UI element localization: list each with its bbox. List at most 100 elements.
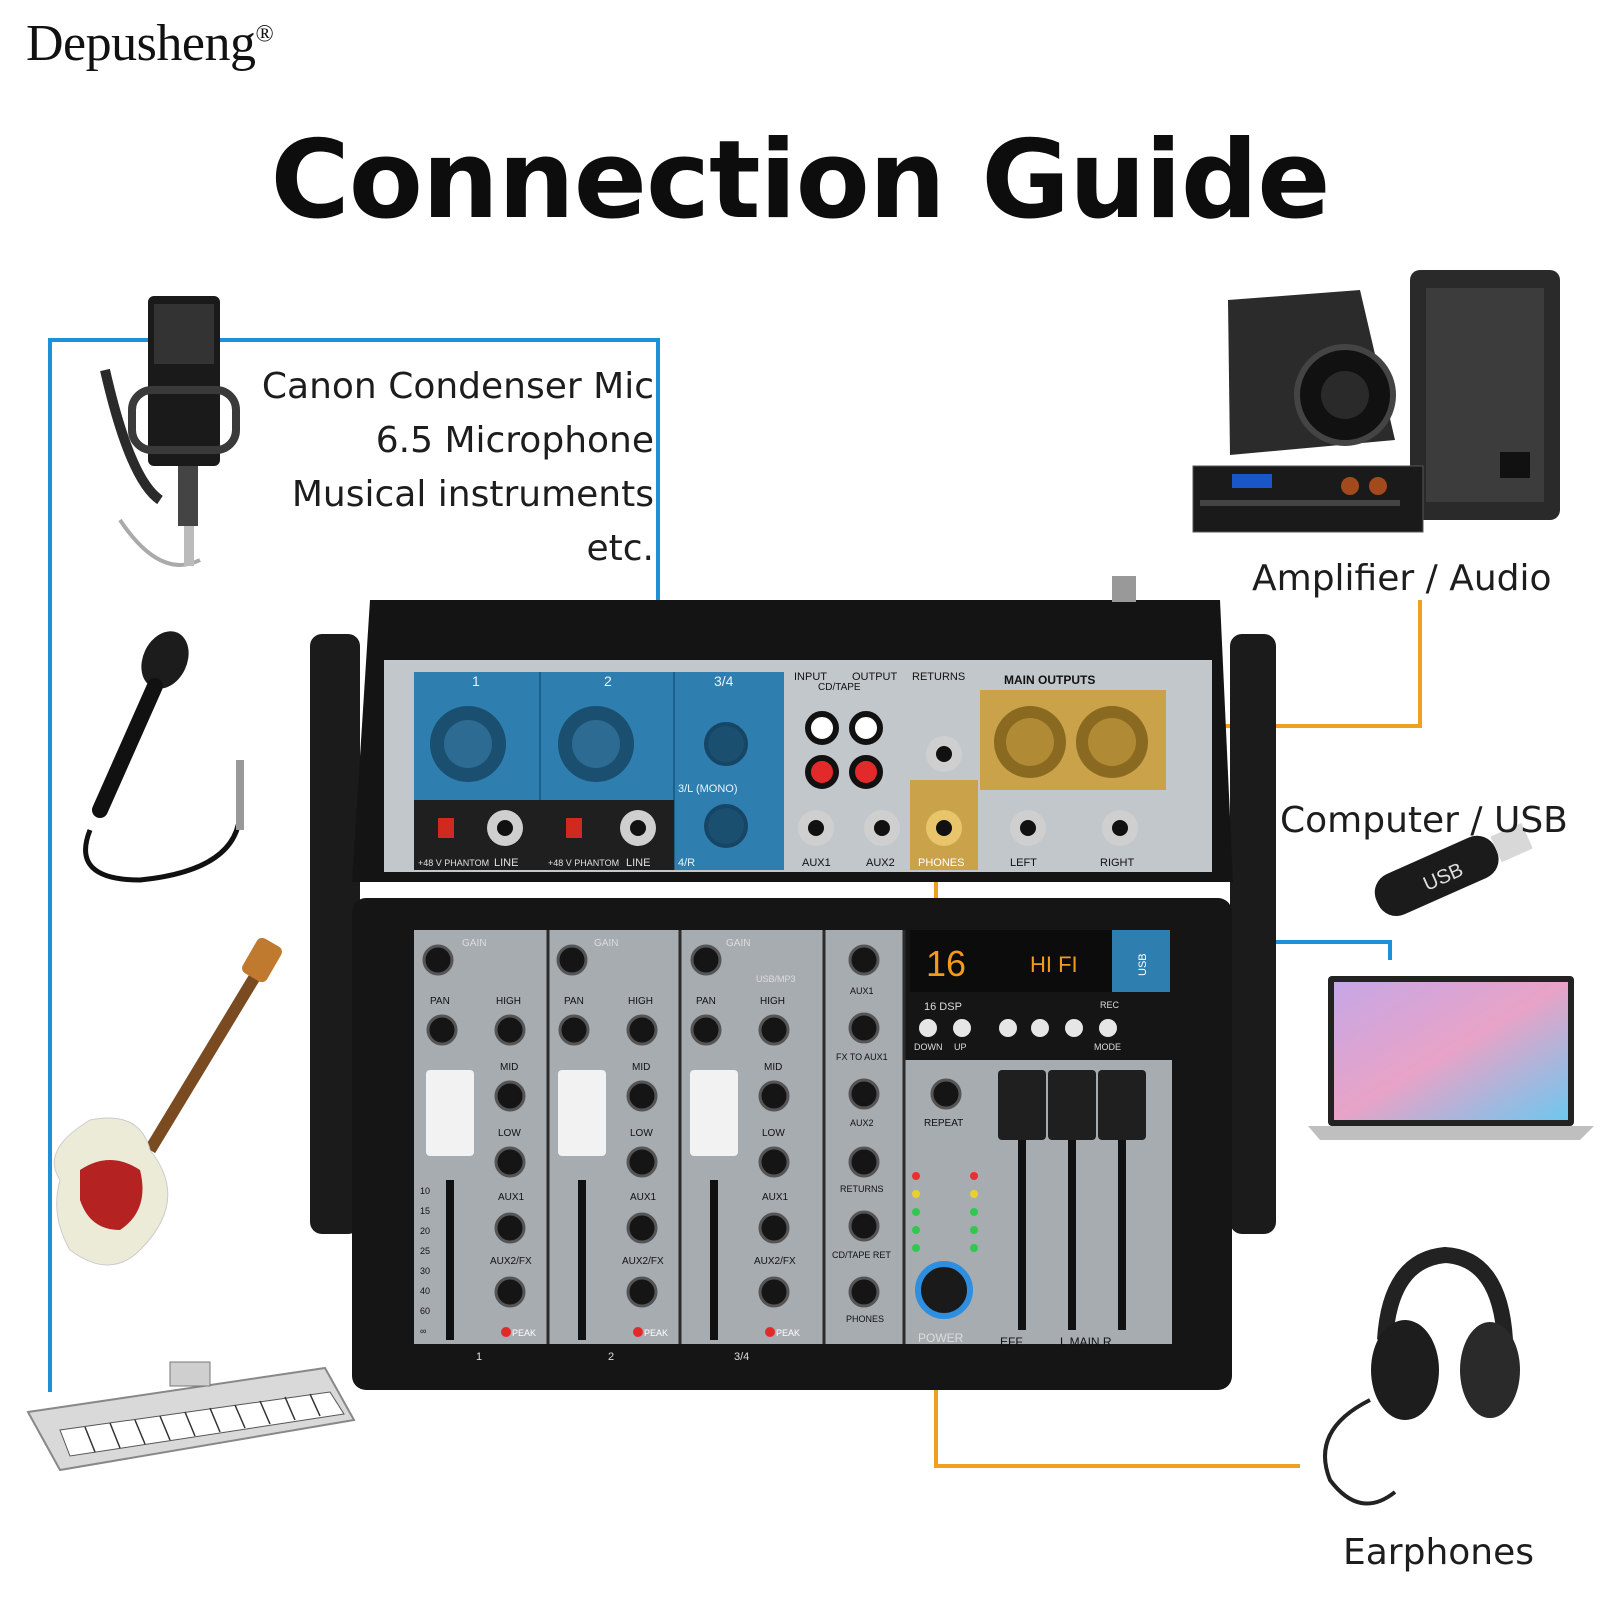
ch1-bottom-label: 1: [476, 1351, 482, 1363]
line-1-label: LINE: [494, 857, 518, 869]
phones-out-label: PHONES: [918, 857, 964, 869]
low-1-label: LOW: [498, 1128, 521, 1139]
gain-34-label: GAIN: [726, 938, 750, 949]
gain-1-label: GAIN: [462, 938, 486, 949]
usb-port-label: USB: [1137, 953, 1149, 976]
high-1-label: HIGH: [496, 996, 521, 1007]
power-button: [915, 1261, 973, 1319]
source-devices-label: Canon Condenser Mic 6.5 Microphone Music…: [262, 360, 654, 576]
brand-logo: Depusheng®: [26, 15, 274, 72]
up-label: UP: [954, 1042, 967, 1052]
returns-label: RETURNS: [912, 671, 965, 683]
phones-knob-label: PHONES: [846, 1314, 884, 1324]
peak-1-label: PEAK: [512, 1328, 536, 1338]
page-title: Connection Guide: [270, 118, 1331, 243]
svg-text:25: 25: [420, 1246, 430, 1256]
condenser-mic-image: [100, 296, 240, 567]
display-mode-text: HI FI: [1030, 952, 1078, 977]
input-label: INPUT: [794, 671, 827, 683]
mid-34-label: MID: [764, 1062, 782, 1073]
aux2-master-label: AUX2: [850, 1118, 874, 1128]
level-meter: [912, 1172, 978, 1252]
right-out-label: RIGHT: [1100, 857, 1135, 869]
peak-34-label: PEAK: [776, 1328, 800, 1338]
cdtape-label: CD/TAPE: [818, 682, 861, 693]
cdtape-ret-label: CD/TAPE RET: [832, 1250, 891, 1260]
line-2-label: LINE: [626, 857, 650, 869]
source-line-1: Canon Condenser Mic: [261, 366, 654, 407]
svg-text:15: 15: [420, 1206, 430, 1216]
aux2-out-label: AUX2: [866, 857, 895, 869]
main-lr-label: L MAIN R: [1060, 1335, 1112, 1349]
low-2-label: LOW: [630, 1128, 653, 1139]
headphones-image: [1323, 1246, 1520, 1506]
amplifier-image: [1192, 465, 1424, 533]
aux2fx-34-label: AUX2/FX: [754, 1256, 796, 1267]
aux2fx-2-label: AUX2/FX: [622, 1256, 664, 1267]
source-line-2: 6.5 Microphone: [375, 420, 654, 461]
repeat-label: REPEAT: [924, 1118, 963, 1129]
high-34-label: HIGH: [760, 996, 785, 1007]
usbmp3-label: USB/MP3: [756, 974, 796, 984]
rec-label: REC: [1100, 1000, 1120, 1010]
mode-label: MODE: [1094, 1042, 1121, 1052]
handheld-mic-image: [83, 631, 244, 883]
channel-dividers: [546, 930, 906, 1344]
phantom-2-label: +48 V PHANTOM: [548, 858, 619, 868]
aux1-out-label: AUX1: [802, 857, 831, 869]
fader-scale: 10 15 20 25 30 40 60 ∞: [420, 1186, 430, 1336]
aux1-1-label: AUX1: [498, 1192, 525, 1203]
pan-34-label: PAN: [696, 996, 716, 1007]
svg-text:60: 60: [420, 1306, 430, 1316]
pan-2-label: PAN: [564, 996, 584, 1007]
mixer-image: 1 2 3/4 3/L (MONO) 4/R +48 V PHANTOM +48…: [310, 576, 1276, 1390]
source-line-4: etc.: [586, 528, 655, 569]
aux1-master-label: AUX1: [850, 986, 874, 996]
eff-label: EFF: [1000, 1335, 1023, 1349]
main-outputs-label: MAIN OUTPUTS: [1004, 673, 1095, 687]
low-34-label: LOW: [762, 1128, 785, 1139]
aux1-34-label: AUX1: [762, 1192, 789, 1203]
knobs: [422, 944, 962, 1308]
svg-text:40: 40: [420, 1286, 430, 1296]
laptop-image: [1308, 976, 1594, 1140]
pan-1-label: PAN: [430, 996, 450, 1007]
power-label: POWER: [918, 1331, 964, 1345]
gain-2-label: GAIN: [594, 938, 618, 949]
mid-2-label: MID: [632, 1062, 650, 1073]
phantom-1-label: +48 V PHANTOM: [418, 858, 489, 868]
left-out-label: LEFT: [1010, 857, 1037, 869]
down-label: DOWN: [914, 1042, 943, 1052]
svg-text:10: 10: [420, 1186, 430, 1196]
mid-1-label: MID: [500, 1062, 518, 1073]
earphones-label: Earphones: [1343, 1532, 1535, 1573]
peak-2-label: PEAK: [644, 1328, 668, 1338]
display-digits: 16: [926, 943, 966, 984]
buttons: [919, 1019, 1117, 1037]
usb-stick-image: USB: [1374, 822, 1533, 917]
svg-text:30: 30: [420, 1266, 430, 1276]
speakers-image: [1228, 270, 1560, 520]
ch34-bottom-label: 3/4: [734, 1351, 749, 1363]
mono-label: 3/L (MONO): [678, 783, 738, 795]
ch34-label: 3/4: [714, 673, 734, 689]
svg-text:∞: ∞: [420, 1326, 426, 1336]
high-2-label: HIGH: [628, 996, 653, 1007]
faders: [426, 1070, 1146, 1340]
source-line-3: Musical instruments: [291, 474, 654, 515]
ch1-label: 1: [472, 673, 480, 689]
dsp-label: 16 DSP: [924, 1001, 962, 1013]
ch2-bottom-label: 2: [608, 1351, 614, 1363]
returns-knob-label: RETURNS: [840, 1184, 884, 1194]
fx-to-aux1-label: FX TO AUX1: [836, 1052, 888, 1062]
aux1-2-label: AUX1: [630, 1192, 657, 1203]
aux2fx-1-label: AUX2/FX: [490, 1256, 532, 1267]
svg-text:20: 20: [420, 1226, 430, 1236]
output-label: OUTPUT: [852, 671, 898, 683]
bass-guitar-image: [53, 937, 282, 1266]
computer-label: Computer / USB: [1280, 800, 1568, 841]
right-input-label: 4/R: [678, 857, 695, 869]
keyboard-image: [26, 1361, 356, 1472]
